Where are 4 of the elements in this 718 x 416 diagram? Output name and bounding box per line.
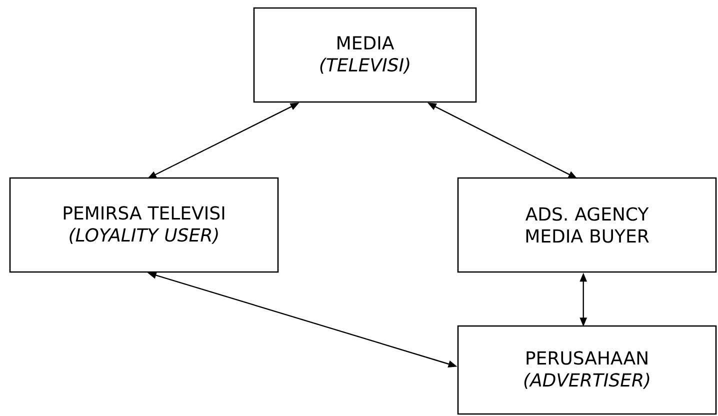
process-box: PERUSAHAAN (ADVERTISER) <box>457 325 717 415</box>
process-box: MEDIA (TELEVISI) <box>253 7 477 103</box>
process-box: ADS. AGENCY MEDIA BUYER <box>457 177 717 273</box>
process-box: PEMIRSA TELEVISI (LOYALITY USER) <box>9 177 279 273</box>
